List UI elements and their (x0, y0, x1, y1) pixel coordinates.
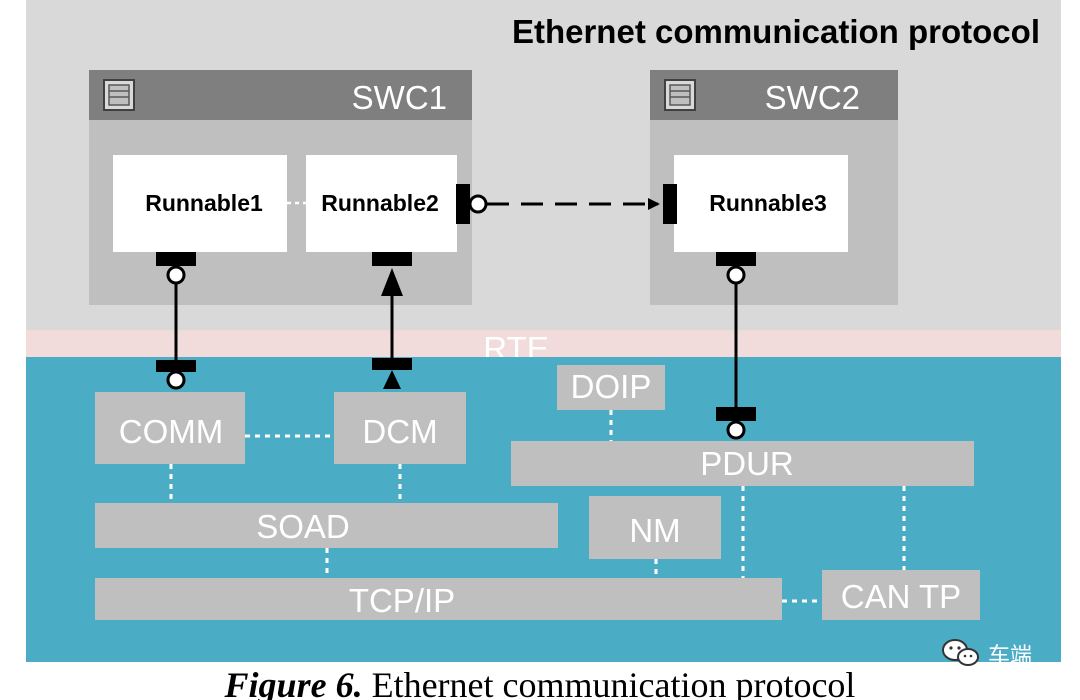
tcpip-module (95, 578, 782, 620)
swc2-component: SWC2 Runnable3 (650, 70, 898, 305)
cantp-module (822, 570, 980, 620)
caption-text: Ethernet communication protocol (363, 665, 856, 700)
runnable1-port-circle (166, 265, 186, 285)
pdur-port-circle (726, 420, 746, 440)
comm-module (95, 392, 245, 464)
runnable2-up-arrowhead (381, 268, 403, 296)
swc1-header (89, 70, 472, 120)
pdur-label: PDUR (700, 445, 794, 482)
runnable2-label: Runnable2 (321, 190, 439, 216)
runnable3-label: Runnable3 (709, 190, 827, 216)
watermark: 车端 (942, 639, 1032, 668)
dcm-up-arrowhead (383, 370, 401, 389)
swc2-title: SWC2 (765, 79, 860, 116)
doip-module (557, 365, 665, 410)
wechat-icon (942, 639, 979, 666)
soad-label: SOAD (256, 508, 350, 545)
runnable2-sender-port (456, 184, 470, 224)
swc1-component: SWC1 Runnable1 Runnable2 (89, 70, 472, 305)
comm-label: COMM (119, 413, 223, 450)
runnable1-port (156, 252, 196, 266)
runnable2-dcm-connection (372, 252, 412, 389)
swc1-title: SWC1 (352, 79, 447, 116)
swc-port-connection (456, 184, 677, 224)
figure-caption: Figure 6. Ethernet communication protoco… (224, 665, 856, 700)
component-icon (103, 79, 135, 111)
tcpip-label: TCP/IP (349, 582, 455, 619)
doip-label: DOIP (571, 368, 652, 405)
comm-port (156, 360, 196, 372)
runnable3-port (716, 252, 756, 266)
pdur-module (511, 441, 974, 486)
runnable2-box (306, 155, 457, 252)
runnable3-pdur-connection (716, 252, 756, 440)
rte-band (26, 330, 1061, 357)
comm-port-circle (166, 370, 186, 390)
module-links (169, 410, 906, 603)
nm-label: NM (629, 512, 680, 549)
runnable1-box (113, 155, 287, 252)
dcm-label: DCM (362, 413, 437, 450)
caption-prefix: Figure 6. (224, 665, 363, 700)
diagram-title: Ethernet communication protocol (512, 13, 1040, 50)
runnable2-port (372, 252, 412, 266)
runnable3-box (674, 155, 848, 252)
watermark-text: 车端 (988, 643, 1032, 668)
nm-module (589, 496, 721, 559)
pdur-port (716, 407, 756, 421)
soad-module (95, 503, 558, 548)
runnable1-comm-connection (156, 252, 196, 390)
runnable1-label: Runnable1 (145, 190, 263, 216)
component-icon (664, 79, 696, 111)
runnable2-sender-circle (468, 194, 488, 214)
runnable3-receiver-port (663, 184, 677, 224)
dcm-module (334, 392, 466, 464)
cantp-label: CAN TP (841, 578, 961, 615)
dcm-port (372, 358, 412, 370)
runnable3-port-circle (726, 265, 746, 285)
